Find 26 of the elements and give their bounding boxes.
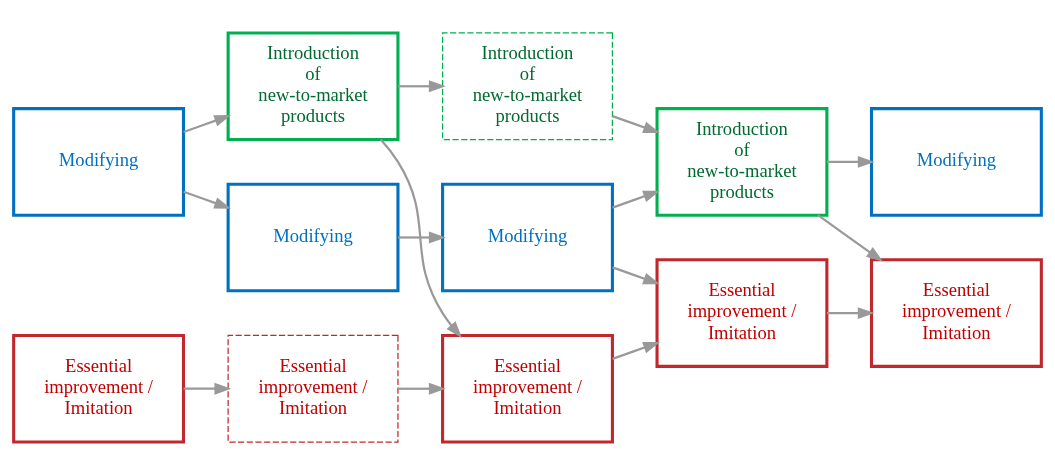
arrow xyxy=(612,341,661,360)
arrow xyxy=(183,382,232,395)
arrow xyxy=(612,115,661,134)
arrow xyxy=(612,266,661,285)
arrow xyxy=(398,382,446,395)
node-box: Essential improvement / Imitation xyxy=(441,333,614,444)
node-box: Introduction of new-to-market products xyxy=(226,31,400,142)
arrow xyxy=(826,307,875,320)
arrow xyxy=(817,214,884,262)
arrow xyxy=(826,155,875,168)
arrow xyxy=(612,190,661,209)
node-box: Introduction of new-to-market products xyxy=(655,107,829,217)
arrow xyxy=(398,80,446,93)
node-box: Introduction of new-to-market products xyxy=(441,32,614,141)
node-box: Essential improvement / Imitation xyxy=(12,333,186,444)
node-box: Essential improvement / Imitation xyxy=(655,258,829,368)
node-box: Modifying xyxy=(869,107,1043,217)
node-box: Modifying xyxy=(441,182,614,293)
node-box: Modifying xyxy=(12,107,186,217)
arrow xyxy=(183,115,232,134)
node-box: Modifying xyxy=(226,182,400,293)
node-box: Essential improvement / Imitation xyxy=(227,334,399,443)
arrow xyxy=(379,138,462,338)
arrow xyxy=(183,190,232,209)
node-box: Essential improvement / Imitation xyxy=(869,258,1043,368)
arrow xyxy=(398,231,446,244)
